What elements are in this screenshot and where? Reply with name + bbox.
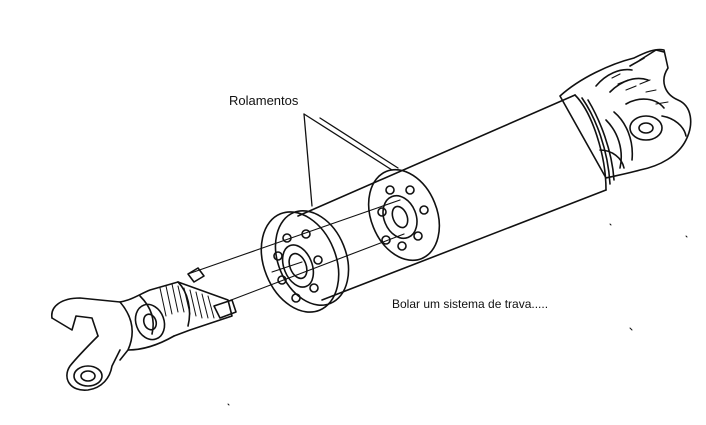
scan-specks	[228, 224, 687, 405]
lock-system-note: Bolar um sistema de trava.....	[392, 297, 549, 311]
bearing-rear	[356, 159, 452, 271]
callout-leaders	[304, 114, 398, 206]
rear-universal-joint	[560, 49, 691, 178]
bearing-front	[247, 200, 362, 324]
driveshaft-tube	[298, 95, 614, 300]
slip-yoke	[52, 268, 236, 390]
bearings-label: Rolamentos	[229, 93, 299, 108]
alignment-lines	[188, 200, 404, 302]
